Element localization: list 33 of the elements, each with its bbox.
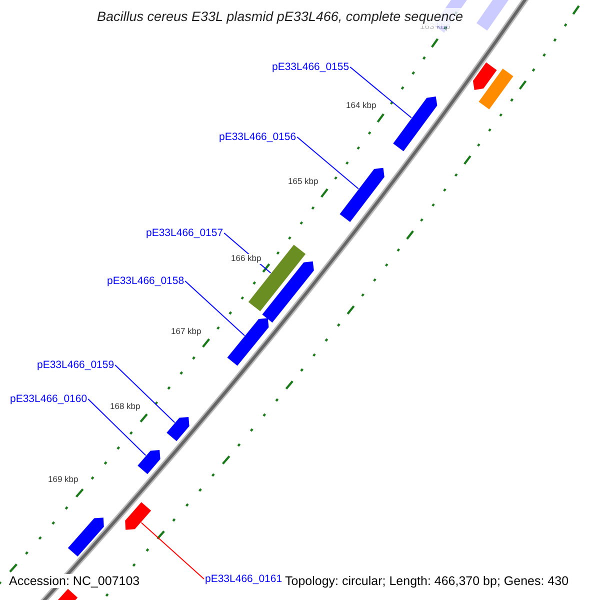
gene-label: pE33L466_0158	[107, 275, 184, 288]
leader-line	[114, 364, 176, 423]
gene-block	[166, 416, 190, 442]
footer-text: Topology: circular; Length: 466,370 bp; Genes: 430	[285, 574, 569, 588]
leader-line	[350, 66, 412, 118]
gene-label: pE33L466_0157	[146, 227, 224, 240]
gene-block	[472, 62, 497, 90]
scale-label: 167 kbp	[171, 327, 202, 337]
gene-block	[68, 518, 104, 556]
leader-line	[88, 398, 146, 456]
gene-block	[125, 502, 152, 530]
gene-label: pE33L466_0160	[10, 393, 88, 406]
scale-label: 168 kbp	[110, 402, 140, 412]
gene-block	[138, 450, 160, 474]
gene-block	[478, 68, 514, 110]
gene-block	[340, 168, 384, 222]
gene-block	[227, 318, 269, 366]
leader-line	[140, 522, 204, 580]
gene-block	[262, 261, 314, 323]
leader-line	[296, 136, 359, 190]
scale-label: 166 kbp	[231, 254, 262, 264]
scale-label: 165 kbp	[288, 177, 318, 187]
footer-text: Accession: NC_007103	[9, 574, 140, 588]
scale-label: 169 kbp	[48, 475, 78, 485]
leader-line	[184, 280, 246, 336]
gene-block	[393, 96, 438, 152]
gene-label: pE33L466_0159	[37, 359, 114, 372]
gene-block	[248, 244, 306, 312]
gene-block	[476, 0, 510, 31]
gene-label: pE33L466_0155	[272, 61, 350, 74]
gene-label: pE33L466_0161	[205, 573, 282, 586]
gene-label: pE33L466_0156	[219, 131, 296, 144]
scale-label: 164 kbp	[346, 101, 376, 111]
